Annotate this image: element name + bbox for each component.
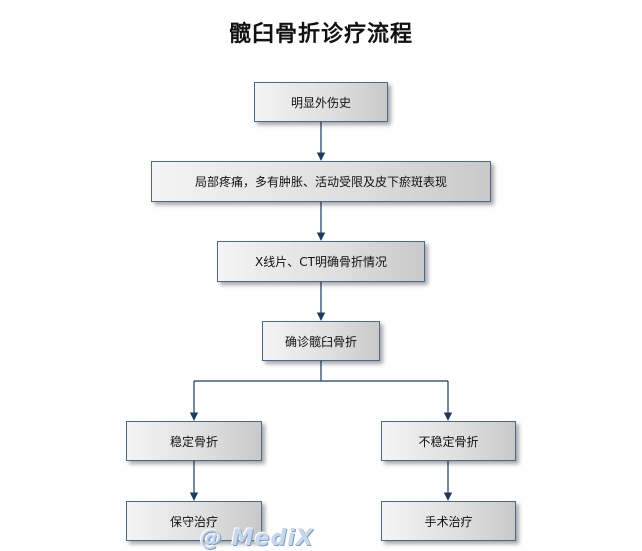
node-diagnosis: 确诊髋臼骨折 [262, 321, 380, 361]
node-trauma-history: 明显外伤史 [254, 82, 388, 122]
node-imaging: X线片、CT明确骨折情况 [217, 241, 425, 282]
node-symptoms: 局部疼痛，多有肿胀、活动受限及皮下瘀斑表现 [151, 161, 491, 202]
node-conservative-treatment: 保守治疗 [126, 501, 262, 541]
node-surgical-treatment: 手术治疗 [381, 501, 516, 541]
node-stable-fracture: 稳定骨折 [126, 421, 262, 461]
node-unstable-fracture: 不稳定骨折 [381, 421, 516, 461]
watermark: @ MediX [200, 526, 314, 551]
diagram-title: 髋臼骨折诊疗流程 [228, 22, 413, 47]
